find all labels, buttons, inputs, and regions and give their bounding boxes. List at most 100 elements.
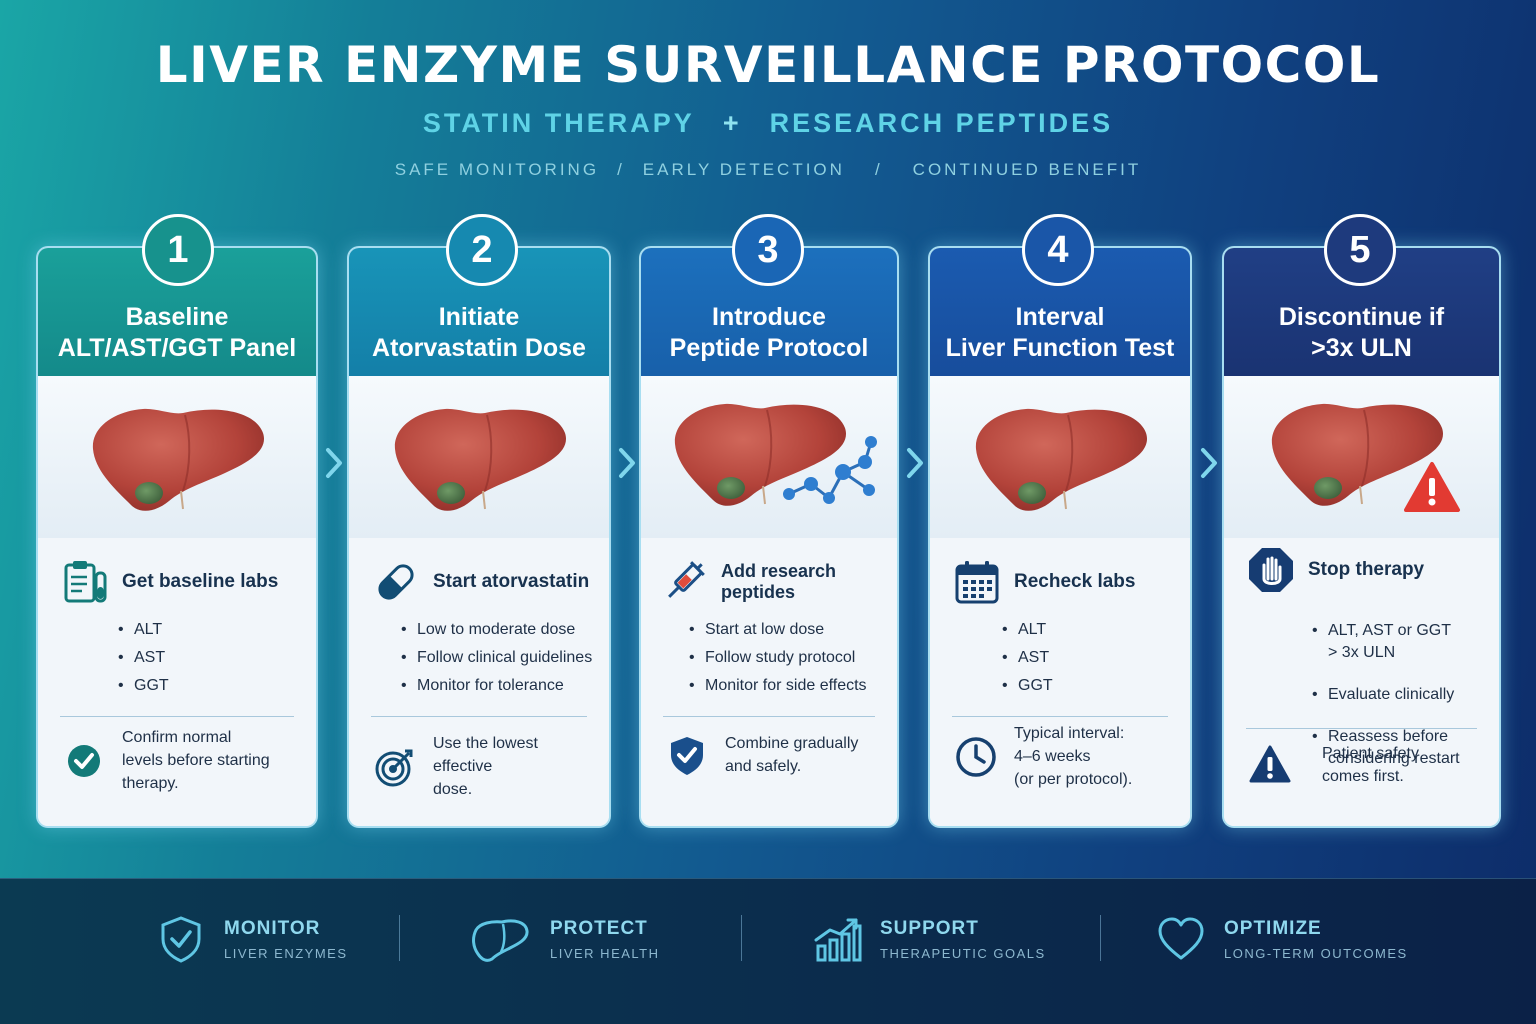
step-card-2: Initiate Atorvastatin Dose Start atorvas…	[347, 246, 611, 828]
step-body: Get baseline labs ALT AST GGT Confirm no…	[38, 538, 316, 826]
step-title: Atorvastatin Dose	[372, 334, 586, 362]
footer-subtitle: LIVER ENZYMES	[224, 945, 348, 961]
tagline-separator: /	[874, 160, 883, 179]
list-item: Monitor for tolerance	[401, 672, 599, 700]
liver-illustration	[930, 376, 1190, 538]
note-line: (or per protocol).	[1014, 771, 1133, 788]
molecule-icon	[783, 436, 877, 504]
note-line: levels before starting	[122, 752, 270, 769]
note-line: and safely.	[725, 758, 802, 775]
note-line: therapy.	[122, 775, 179, 792]
step-heading: Start atorvastatin	[433, 571, 590, 592]
step-title: Interval	[1015, 303, 1105, 331]
footer-item-optimize: OPTIMIZE LONG-TERM OUTCOMES	[1156, 909, 1408, 969]
subtitle-plus: +	[722, 108, 742, 138]
step-title: Introduce	[712, 303, 826, 331]
step-bullets: ALT AST GGT	[1002, 616, 1180, 700]
chevron-right-icon	[326, 448, 342, 478]
chevron-right-icon	[619, 448, 635, 478]
footer-divider	[399, 915, 400, 961]
footer-subtitle: THERAPEUTIC GOALS	[880, 945, 1046, 961]
footer-subtitle: LIVER HEALTH	[550, 945, 660, 961]
footer-item-support: SUPPORT THERAPEUTIC GOALS	[812, 909, 1046, 969]
step-title: Liver Function Test	[945, 334, 1175, 362]
chevron-right-icon	[1201, 448, 1217, 478]
step-heading: Recheck labs	[1014, 571, 1136, 592]
tagline-item: EARLY DETECTION	[642, 160, 845, 179]
step-body: Stop therapy ALT, AST or GGT > 3x ULN Ev…	[1224, 538, 1499, 826]
step-number: 2	[446, 214, 518, 286]
heart-icon	[1158, 917, 1204, 960]
note-line: Combine gradually	[725, 735, 859, 752]
step-title: Discontinue if	[1278, 303, 1445, 331]
step-body: Recheck labs ALT AST GGT Typical interva…	[930, 538, 1190, 826]
footer-item-monitor: MONITOR LIVER ENZYMES	[156, 909, 348, 969]
list-item: Monitor for side effects	[689, 672, 887, 700]
subtitle-statin: STATIN THERAPY	[422, 108, 695, 138]
step-title: Initiate	[438, 303, 520, 331]
list-item: ALT	[1002, 616, 1180, 644]
step-bullets: ALT AST GGT	[118, 616, 306, 700]
list-item: GGT	[118, 672, 306, 700]
list-item: Evaluate clinically	[1312, 684, 1489, 706]
note-line: Typical interval:	[1014, 725, 1125, 742]
growth-chart-icon	[814, 918, 862, 962]
step-card-3: Introduce Peptide Protocol	[639, 246, 899, 828]
step-card-1: Baseline ALT/AST/GGT Panel Get baseline …	[36, 246, 318, 828]
list-item: GGT	[1002, 672, 1180, 700]
note-line: comes first.	[1322, 768, 1404, 785]
step-header: Initiate Atorvastatin Dose	[349, 248, 609, 376]
note-line: Use the lowest effective	[433, 735, 538, 775]
footer-item-protect: PROTECT LIVER HEALTH	[468, 909, 660, 969]
clock-icon	[956, 736, 996, 777]
liver-icon	[389, 397, 569, 517]
step-bullets: ALT, AST or GGT > 3x ULN Evaluate clinic…	[1312, 602, 1489, 790]
check-circle-icon	[68, 744, 100, 777]
step-heading: Stop therapy	[1308, 559, 1425, 580]
step-number: 4	[1022, 214, 1094, 286]
step-body: Add research peptides Start at low dose …	[641, 538, 897, 826]
warning-triangle-icon	[1249, 745, 1291, 783]
liver-icon	[87, 397, 267, 517]
step-header: Interval Liver Function Test	[930, 248, 1190, 376]
footer-divider	[741, 915, 742, 961]
stop-hand-icon	[1249, 548, 1293, 592]
footer-bar: MONITOR LIVER ENZYMES PROTECT LIVER HEAL…	[0, 878, 1536, 1024]
step-number: 1	[142, 214, 214, 286]
step-heading: Add research peptides	[721, 561, 837, 602]
tagline: SAFE MONITORING/EARLY DETECTION/CONTINUE…	[0, 160, 1536, 180]
step-bullets: Low to moderate dose Follow clinical gui…	[401, 616, 599, 700]
warning-triangle-icon	[1403, 462, 1460, 512]
tagline-item: CONTINUED BENEFIT	[912, 160, 1142, 179]
capsule-icon	[378, 564, 414, 600]
list-item: ALT, AST or GGT > 3x ULN	[1312, 620, 1489, 664]
note-line: Confirm normal	[122, 729, 232, 746]
footer-title: PROTECT	[550, 917, 648, 939]
list-item: Reassess before considering restart	[1312, 726, 1489, 770]
calendar-icon	[955, 561, 999, 604]
step-bullets: Start at low dose Follow study protocol …	[689, 616, 887, 700]
liver-illustration	[1224, 376, 1499, 538]
liver-illustration	[349, 376, 609, 538]
note-line: 4–6 weeks	[1014, 748, 1091, 765]
shield-check-icon	[671, 737, 703, 775]
step-title: ALT/AST/GGT Panel	[57, 334, 297, 362]
divider	[60, 716, 294, 717]
step-card-5: Discontinue if >3x ULN Stop therapy ALT,…	[1222, 246, 1501, 828]
step-number: 5	[1324, 214, 1396, 286]
note-line: dose.	[433, 781, 473, 798]
list-item: AST	[118, 644, 306, 672]
divider	[1246, 728, 1477, 729]
page-title: LIVER ENZYME SURVEILLANCE PROTOCOL	[155, 36, 1381, 94]
step-number: 3	[732, 214, 804, 286]
clipboard-test-tube-icon	[64, 561, 107, 603]
tagline-separator: /	[617, 160, 625, 179]
step-title: Peptide Protocol	[669, 334, 869, 362]
list-item: Follow clinical guidelines	[401, 644, 599, 672]
step-heading: Get baseline labs	[122, 571, 279, 592]
step-title: >3x ULN	[1311, 334, 1412, 362]
divider	[371, 716, 587, 717]
syringe-icon	[668, 561, 705, 598]
shield-check-icon	[161, 916, 201, 963]
divider	[663, 716, 875, 717]
